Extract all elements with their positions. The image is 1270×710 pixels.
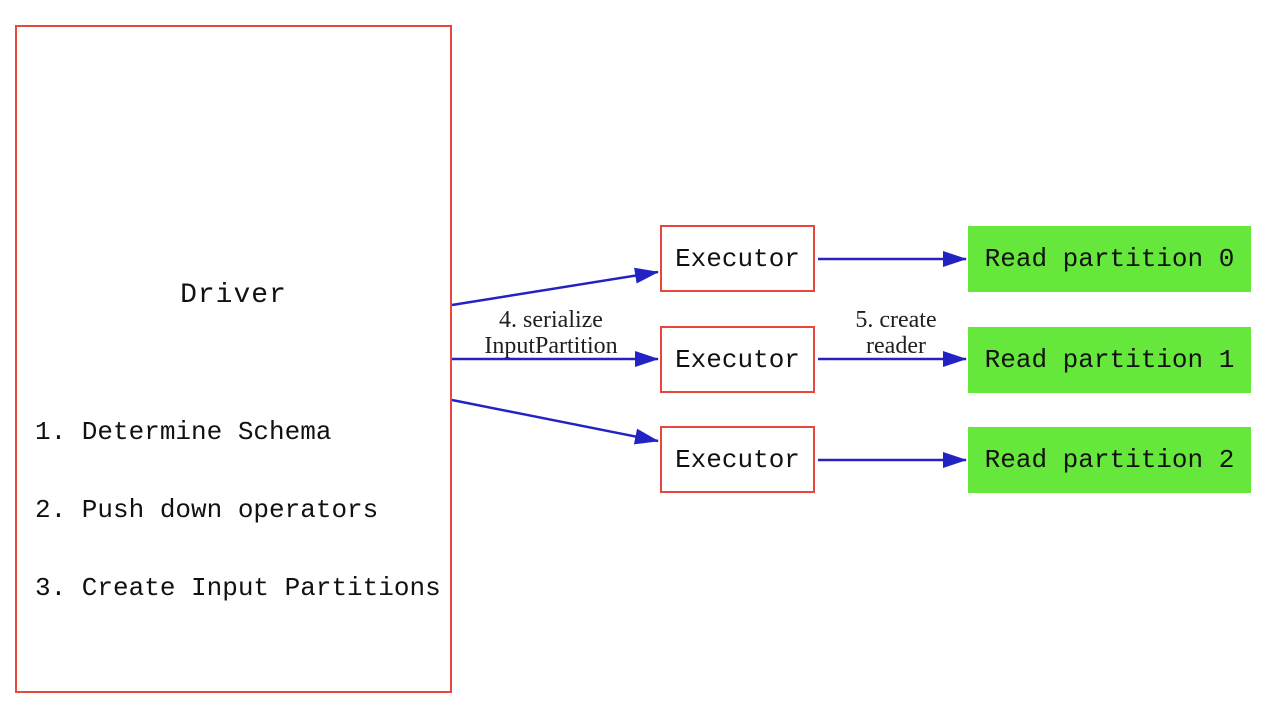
read-partition-label-2: Read partition 2 — [984, 445, 1235, 475]
edge-label-serialize-inputpartition: 4. serialize InputPartition — [440, 307, 662, 359]
executor-box-1: Executor — [660, 326, 815, 393]
driver-title: Driver — [180, 280, 287, 311]
edge-label-serialize-line1: 4. serialize — [499, 307, 603, 333]
driver-steps: 1. Determine Schema 2. Push down operato… — [35, 367, 441, 653]
edge-label-reader-line1: 5. create — [855, 307, 937, 333]
executor-label-2: Executor — [675, 444, 800, 475]
driver-box: Driver 1. Determine Schema 2. Push down … — [15, 25, 452, 693]
driver-step-2: 2. Push down operators — [35, 495, 379, 525]
driver-step-1: 1. Determine Schema — [35, 417, 332, 447]
executor-box-2: Executor — [660, 426, 815, 493]
read-partition-label-1: Read partition 1 — [984, 345, 1235, 375]
executor-label-0: Executor — [675, 243, 800, 274]
edge-label-serialize-line2: InputPartition — [484, 333, 618, 359]
arrow-driver-to-executor-0 — [451, 267, 659, 307]
edge-label-reader-line2: reader — [866, 333, 926, 359]
executor-box-0: Executor — [660, 225, 815, 292]
read-partition-box-0: Read partition 0 — [968, 226, 1251, 292]
read-partition-box-1: Read partition 1 — [968, 327, 1251, 393]
executor-label-1: Executor — [675, 344, 800, 375]
edge-label-create-reader: 5. create reader — [806, 307, 986, 359]
read-partition-label-0: Read partition 0 — [984, 244, 1235, 274]
arrow-driver-to-executor-2 — [451, 398, 659, 445]
driver-step-3: 3. Create Input Partitions — [35, 573, 441, 603]
read-partition-box-2: Read partition 2 — [968, 427, 1251, 493]
